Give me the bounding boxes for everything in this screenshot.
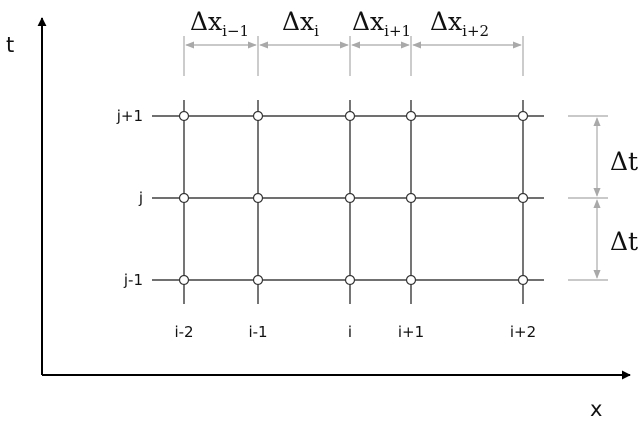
grid-node (178, 274, 190, 286)
column-label-im2: i-2 (174, 323, 193, 341)
row-labels: j+1 j j-1 (116, 107, 143, 289)
row-label-jm1: j-1 (123, 271, 143, 289)
dx-dimensions: Δxi−1 Δxi Δxi+1 Δxi+2 (183, 7, 524, 76)
dx-label-sub: i+2 (462, 22, 489, 40)
dx-label-base: Δx (282, 7, 314, 36)
dx-label-base: Δx (430, 7, 462, 36)
grid-node (252, 110, 264, 122)
column-label-i: i (348, 323, 352, 341)
column-labels: i-2 i-1 i i+1 i+2 (174, 323, 536, 341)
dx-label-base: Δx (352, 7, 384, 36)
dx-label-2: Δxi (282, 7, 319, 40)
dx-label-sub: i−1 (222, 22, 249, 40)
dx-label-1: Δxi−1 (190, 7, 249, 40)
x-axis-label: x (590, 397, 602, 421)
dx-label-sub: i+1 (384, 22, 411, 40)
dx-label-3: Δxi+1 (352, 7, 411, 40)
dt-dimensions: Δt Δt (568, 115, 638, 281)
grid-node (178, 192, 190, 204)
dx-label-4: Δxi+2 (430, 7, 489, 40)
grid-node (344, 274, 356, 286)
grid-node (405, 192, 417, 204)
grid-node (252, 274, 264, 286)
column-label-im1: i-1 (248, 323, 267, 341)
t-axis-label: t (6, 33, 14, 57)
column-label-ip2: i+2 (510, 323, 536, 341)
grid-node (178, 110, 190, 122)
grid-node (517, 274, 529, 286)
grid-node (344, 110, 356, 122)
row-label-jp1: j+1 (116, 107, 143, 125)
row-label-j: j (138, 189, 143, 207)
column-label-ip1: i+1 (398, 323, 424, 341)
grid-node (344, 192, 356, 204)
grid-node (405, 110, 417, 122)
grid-node (405, 274, 417, 286)
dx-label-sub: i (314, 22, 319, 40)
dt-label-1: Δt (610, 147, 638, 176)
grid-nodes (178, 110, 529, 286)
grid-node (517, 192, 529, 204)
grid-node (252, 192, 264, 204)
dt-label-2: Δt (610, 227, 638, 256)
grid-node (517, 110, 529, 122)
dx-label-base: Δx (190, 7, 222, 36)
